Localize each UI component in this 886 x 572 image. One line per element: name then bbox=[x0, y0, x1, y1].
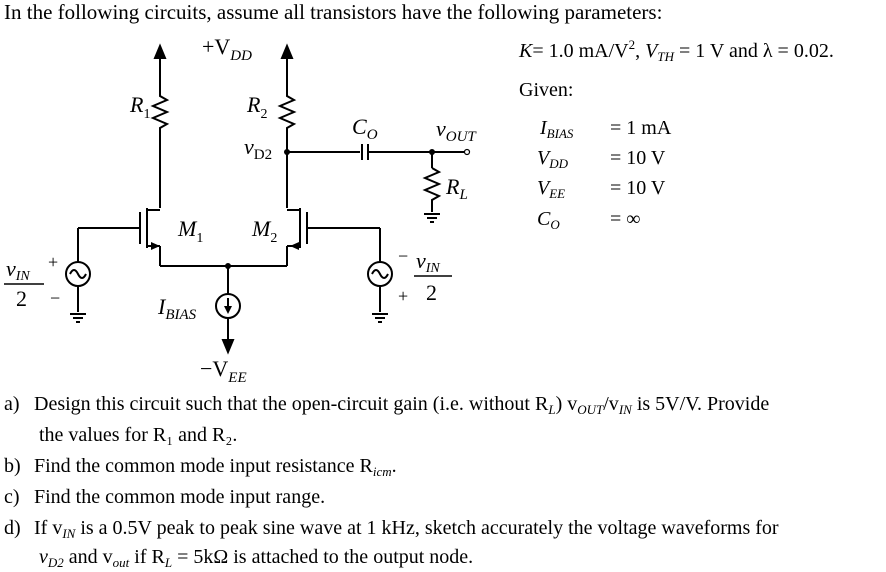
left-vin-numerator: vIN bbox=[6, 256, 30, 284]
given-vee: VEE bbox=[537, 177, 566, 201]
left-vin-plus: + bbox=[48, 252, 58, 272]
question-d-text-2: is a 0.5V peak to peak sine wave at 1 kH… bbox=[75, 517, 779, 539]
question-c-label: c) bbox=[4, 486, 20, 508]
question-d-vd2: v bbox=[39, 546, 48, 568]
vdd-label: +VDD bbox=[202, 34, 252, 64]
rl-label: RL bbox=[445, 174, 468, 203]
question-a-label: a) bbox=[4, 393, 20, 415]
tail-node-dot bbox=[225, 263, 231, 269]
given-ibias-symbol: I bbox=[540, 117, 547, 139]
vdd-arrow-right bbox=[280, 43, 294, 59]
m2-source-arrow bbox=[290, 242, 299, 250]
question-d-text-5: = 5kΩ is attached to the output node. bbox=[172, 546, 474, 568]
right-vin-denominator: 2 bbox=[426, 280, 437, 305]
m1-source-arrow bbox=[151, 242, 160, 250]
question-a-text-2: ) v bbox=[555, 393, 578, 415]
given-ibias: IBIAS bbox=[540, 117, 574, 141]
left-vin-minus: − bbox=[50, 288, 60, 308]
rl-resistor bbox=[422, 167, 442, 212]
vout-node-dot bbox=[429, 149, 435, 155]
vout-terminal bbox=[463, 148, 471, 156]
question-d-text-1: If v bbox=[34, 517, 63, 539]
question-d-vd2-sub: D2 bbox=[47, 555, 64, 570]
k-value: = 1.0 mA/V bbox=[532, 40, 629, 62]
given-vee-sub: EE bbox=[549, 186, 566, 201]
question-c: c) Find the common mode input range. bbox=[4, 486, 325, 509]
given-ibias-sub: BIAS bbox=[546, 126, 574, 141]
vdd-arrow-left bbox=[153, 43, 167, 59]
right-vin-plus: + bbox=[398, 286, 408, 306]
given-vee-value: = 10 V bbox=[610, 177, 666, 199]
question-d-rl-sub: L bbox=[164, 555, 173, 570]
vth-value: = 1 V and λ = 0.02. bbox=[678, 40, 834, 62]
ibias-arrowhead bbox=[224, 306, 232, 314]
vth-subscript: TH bbox=[657, 49, 674, 64]
co-label: CO bbox=[352, 114, 378, 143]
m1-label: M1 bbox=[177, 216, 203, 246]
question-c-text: Find the common mode input range. bbox=[34, 486, 326, 508]
given-co: CO bbox=[537, 208, 560, 232]
vout-label: vOUT bbox=[436, 116, 477, 145]
question-a-line2: the values for R₁ and R₂. bbox=[39, 424, 238, 446]
left-sine-icon bbox=[69, 269, 87, 279]
given-vdd-sub: DD bbox=[549, 156, 568, 171]
vd2-node-dot bbox=[284, 149, 290, 155]
question-d-label: d) bbox=[4, 517, 21, 539]
question-a-sub-2: OUT bbox=[577, 402, 604, 417]
r1-resistor bbox=[150, 92, 170, 132]
given-ibias-value: = 1 mA bbox=[610, 117, 672, 139]
given-vee-symbol: V bbox=[537, 177, 550, 199]
question-d-sub-1: IN bbox=[62, 526, 76, 541]
question-d-vout-sub: out bbox=[112, 555, 130, 570]
r2-label: R2 bbox=[246, 92, 267, 122]
question-d-text-4: if R bbox=[129, 546, 165, 568]
question-a-sub-3: IN bbox=[618, 402, 632, 417]
right-vin-minus: − bbox=[398, 246, 408, 266]
r2-resistor bbox=[277, 92, 297, 132]
question-d-text-3: and v bbox=[63, 546, 113, 568]
m2-label: M2 bbox=[251, 216, 277, 246]
vee-arrow bbox=[221, 339, 235, 355]
given-co-sub: O bbox=[550, 217, 560, 232]
ibias-label: IBIAS bbox=[157, 294, 197, 323]
right-sine-icon bbox=[371, 269, 389, 279]
given-vdd-value: = 10 V bbox=[610, 147, 666, 169]
r1-label: R1 bbox=[129, 92, 150, 122]
question-a-text-1: Design this circuit such that the open-c… bbox=[34, 393, 549, 415]
question-d: d) If vIN is a 0.5V peak to peak sine wav… bbox=[4, 517, 779, 541]
given-co-symbol: C bbox=[537, 208, 551, 230]
vee-label: −VEE bbox=[200, 356, 247, 386]
right-vin-numerator: vIN bbox=[416, 248, 440, 276]
k-symbol: K bbox=[519, 40, 533, 62]
question-a-text-3: /v bbox=[603, 393, 619, 415]
given-vdd-symbol: V bbox=[537, 147, 550, 169]
given-vdd: VDD bbox=[537, 147, 568, 171]
vth-symbol: V bbox=[645, 40, 658, 62]
question-b: b) Find the common mode input resistance … bbox=[4, 455, 397, 479]
question-b-label: b) bbox=[4, 455, 21, 477]
question-a-text-4: is 5V/V. Provide bbox=[631, 393, 770, 415]
question-b-text-1: Find the common mode input resistance R bbox=[34, 455, 373, 477]
intro-text: In the following circuits, assume all tr… bbox=[4, 0, 663, 24]
question-a-sub-1: L bbox=[548, 402, 556, 417]
given-co-value: = ∞ bbox=[610, 208, 641, 230]
question-b-sub: icm bbox=[372, 464, 392, 479]
left-vin-denominator: 2 bbox=[16, 286, 27, 311]
question-d-line2: vD2 and vout if RL = 5kΩ is attached to … bbox=[39, 546, 474, 570]
question-a: a) Design this circuit such that the open… bbox=[4, 393, 770, 417]
circuit-diagram: +VDD R1 R2 vD2 CO vOUT RL M1 M2 IBIAS −V… bbox=[4, 34, 477, 386]
k-exponent: 2 bbox=[628, 37, 636, 52]
vd2-label: vD2 bbox=[244, 134, 272, 163]
given-title: Given: bbox=[519, 79, 574, 101]
question-b-text-2: . bbox=[391, 455, 397, 477]
params-line: K= 1.0 mA/V2, VTH = 1 V and λ = 0.02. bbox=[519, 37, 834, 64]
